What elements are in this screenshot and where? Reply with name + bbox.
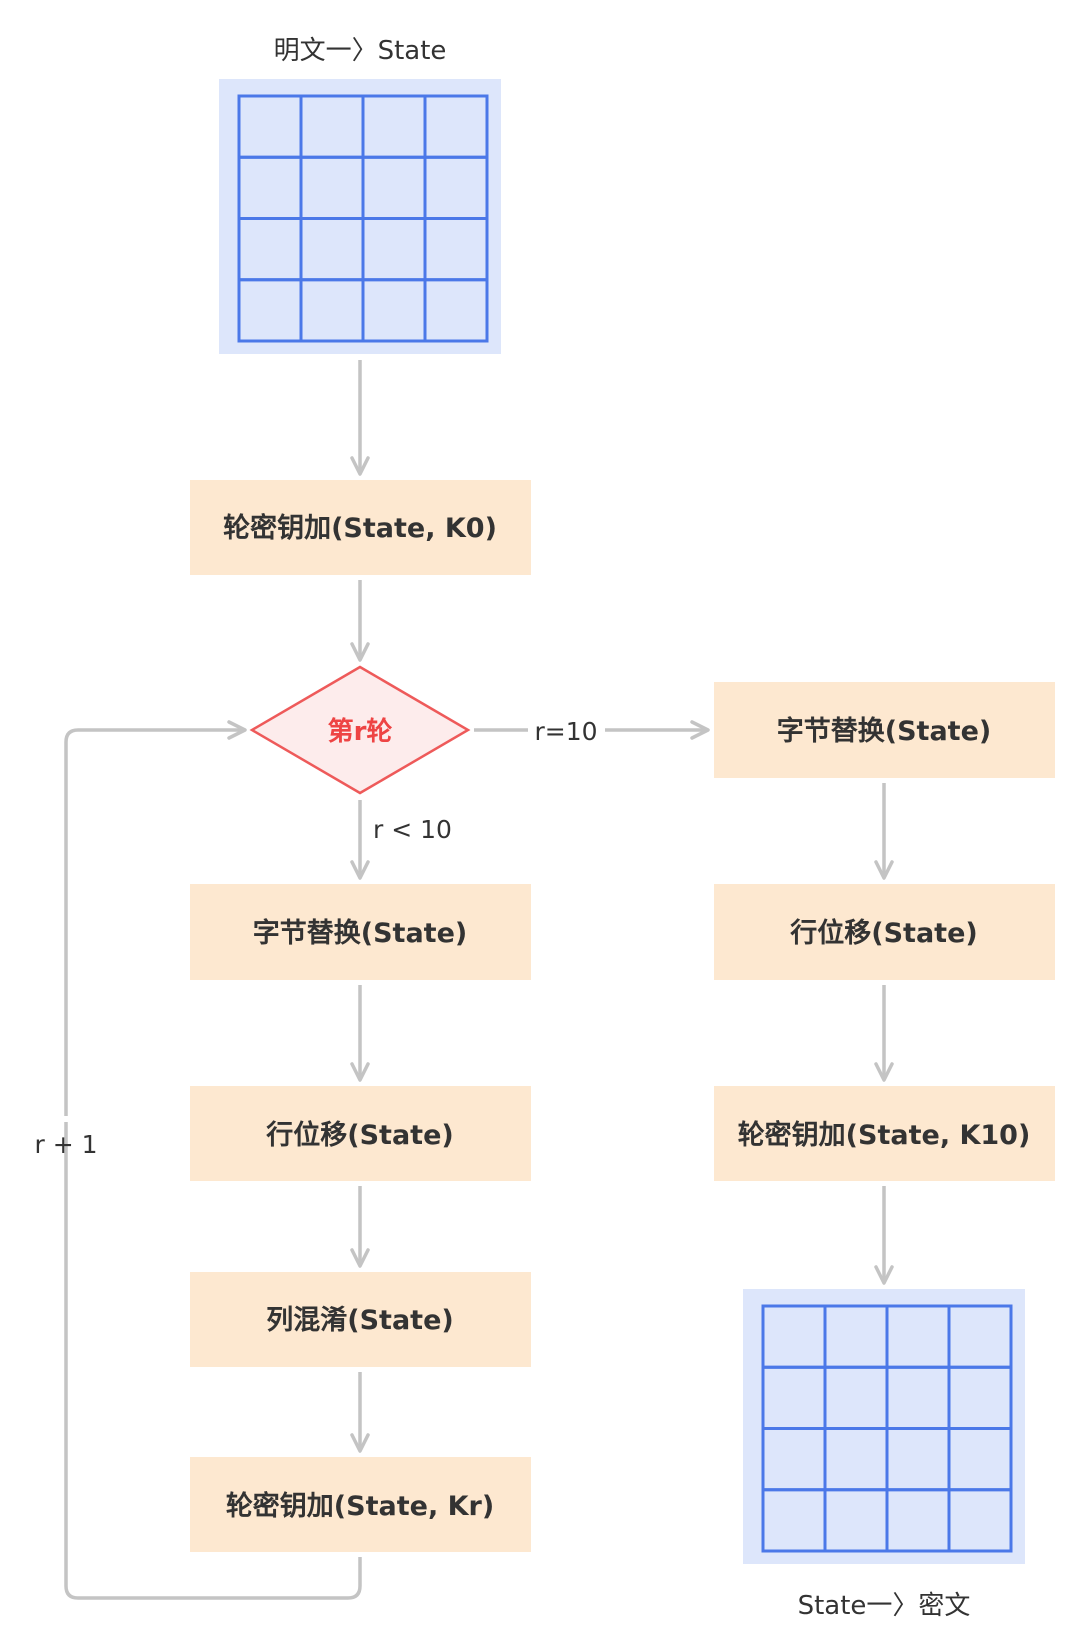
edge-loop-condition: r < 10 [373, 815, 452, 844]
final-sub-bytes-label: 字节替换(State) [777, 715, 991, 747]
loop-mix-columns-label: 列混淆(State) [266, 1305, 453, 1336]
loop-sub-bytes-box: 字节替换(State) [190, 884, 531, 980]
input-state-grid [219, 79, 501, 354]
final-sub-bytes-box: 字节替换(State) [714, 682, 1055, 778]
loop-shift-rows-box: 行位移(State) [190, 1086, 531, 1181]
edge-increment: r + 1 [34, 1130, 97, 1159]
final-shift-rows-label: 行位移(State) [789, 917, 977, 949]
loop-back-arrow-upper [64, 720, 247, 1116]
round-decision: 第r轮 [249, 665, 471, 795]
loop-mix-columns-box: 列混淆(State) [190, 1272, 531, 1367]
edge-exit-condition: r=10 [534, 717, 597, 746]
output-state-cell [947, 1488, 1013, 1553]
initial-add-round-key-box: 轮密钥加(State, K0) [190, 480, 531, 575]
final-add-round-key-box: 轮密钥加(State, K10) [714, 1086, 1055, 1181]
loop-add-round-key-box: 轮密钥加(State, Kr) [190, 1457, 531, 1552]
output-label: State一〉密文 [798, 1591, 971, 1621]
final-shift-rows-box: 行位移(State) [714, 884, 1055, 980]
loop-shift-rows-label: 行位移(State) [265, 1119, 453, 1151]
final-add-round-key-label: 轮密钥加(State, K10) [738, 1119, 1031, 1151]
loop-sub-bytes-label: 字节替换(State) [253, 917, 467, 949]
input-label: 明文一〉State [274, 36, 447, 66]
round-decision-label: 第r轮 [328, 716, 393, 747]
output-state-grid [743, 1289, 1025, 1564]
input-state-cell [423, 278, 489, 343]
initial-add-round-key-label: 轮密钥加(State, K0) [223, 512, 497, 544]
loop-back-line-lower [64, 1122, 362, 1600]
loop-add-round-key-label: 轮密钥加(State, Kr) [226, 1490, 494, 1522]
